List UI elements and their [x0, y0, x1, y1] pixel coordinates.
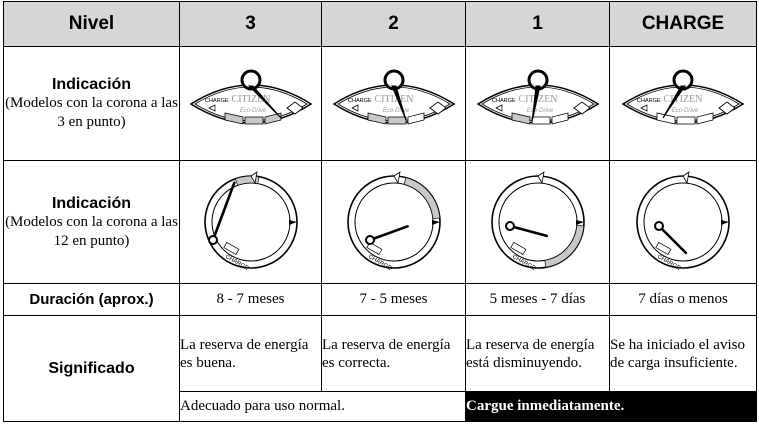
dial-graphic: CHARGE	[180, 168, 321, 276]
fan-dial-icon: CITIZEN Eco-Drive CHARGE	[476, 69, 599, 125]
dial-graphic: CHARGE	[610, 168, 756, 276]
indicator-row-crown-3: Indicación (Modelos con la corona a las …	[3, 46, 757, 161]
header-level-1: 1	[465, 1, 610, 47]
indicator-row-crown-12: Indicación (Modelos con la corona a las …	[3, 160, 757, 284]
fan-dial-icon: CITIZEN Eco-Drive CHARGE	[332, 69, 455, 125]
meaning-label: Significado	[3, 315, 180, 422]
indicator-12-title: Indicación	[51, 194, 132, 212]
dial-graphic: CITIZEN Eco-Drive CHARGE	[466, 58, 609, 150]
indicator-3-title: Indicación	[51, 76, 132, 93]
duration-level-1: 5 meses - 7 días	[465, 283, 610, 316]
fan-dial-icon: CITIZEN Eco-Drive CHARGE	[189, 69, 312, 125]
fan-dial-level-charge: CITIZEN Eco-Drive CHARGE	[609, 46, 757, 161]
indicator-12-subtitle: (Modelos con la corona a las 12 en punto…	[5, 213, 178, 249]
indicator-3-subtitle: (Modelos con la corona a las 3 en punto)	[5, 95, 178, 130]
round-dial-icon: CHARGE	[346, 171, 441, 272]
dial-charge-text: CHARGE	[492, 98, 516, 104]
dial-graphic: CITIZEN Eco-Drive CHARGE	[322, 58, 465, 150]
duration-level-3: 8 - 7 meses	[179, 283, 322, 316]
duration-level-charge: 7 días o menos	[609, 283, 757, 316]
round-dial-icon: CHARGE	[636, 171, 730, 272]
indicator-3-label: Indicación (Modelos con la corona a las …	[3, 46, 180, 161]
header-level-2: 2	[321, 1, 466, 47]
power-reserve-table: Nivel 3 2 1 CHARGE Indicación (Modelos c…	[3, 1, 757, 422]
round-dial-icon: CHARGE	[490, 171, 585, 272]
duration-label: Duración (aprox.)	[3, 283, 180, 316]
normal-use-note: Adecuado para uso normal.	[179, 391, 466, 422]
dial-brand-text: CITIZEN	[664, 94, 703, 105]
meaning-level-3: La reserva de energía es buena.	[179, 315, 322, 392]
header-nivel: Nivel	[3, 1, 180, 47]
meaning-level-charge: Se ha iniciado el aviso de carga insufic…	[609, 315, 757, 392]
header-row: Nivel 3 2 1 CHARGE	[3, 1, 757, 47]
usage-row: Adecuado para uso normal. Cargue inmedia…	[4, 391, 757, 422]
duration-row: Duración (aprox.) 8 - 7 meses 7 - 5 mese…	[3, 283, 757, 316]
fan-dial-level-2: CITIZEN Eco-Drive CHARGE	[321, 46, 466, 161]
dial-brand-text: CITIZEN	[231, 94, 270, 105]
meaning-row: Significado La reserva de energía es bue…	[3, 315, 757, 422]
header-level-3: 3	[179, 1, 322, 47]
dial-model-text: Eco-Drive	[382, 108, 409, 114]
dial-graphic: CHARGE	[322, 168, 465, 276]
fan-dial-level-1: CITIZEN Eco-Drive CHARGE	[465, 46, 610, 161]
fan-dial-icon: CITIZEN Eco-Drive CHARGE	[621, 69, 745, 125]
dial-graphic: CITIZEN Eco-Drive CHARGE	[180, 58, 321, 150]
dial-graphic: CHARGE	[466, 168, 609, 276]
dial-brand-text: CITIZEN	[518, 94, 557, 105]
round-dial-icon: CHARGE	[203, 171, 298, 272]
indicator-12-label: Indicación (Modelos con la corona a las …	[3, 160, 180, 284]
charge-now-note: Cargue inmediatamente.	[465, 391, 757, 422]
fan-dial-level-3: CITIZEN Eco-Drive CHARGE	[179, 46, 322, 161]
dial-model-text: Eco-Drive	[672, 108, 699, 114]
dial-model-text: Eco-Drive	[526, 108, 553, 114]
dial-brand-text: CITIZEN	[374, 94, 413, 105]
dial-graphic: CITIZEN Eco-Drive CHARGE	[610, 58, 756, 150]
dial-model-text: Eco-Drive	[239, 108, 266, 114]
dial-charge-text: CHARGE	[348, 98, 372, 104]
duration-level-2: 7 - 5 meses	[321, 283, 466, 316]
meaning-level-2: La reserva de energía es correcta.	[321, 315, 466, 392]
dial-charge-text: CHARGE	[205, 98, 229, 104]
round-dial-level-charge: CHARGE	[609, 160, 757, 284]
round-dial-level-3: CHARGE	[179, 160, 322, 284]
round-dial-level-2: CHARGE	[321, 160, 466, 284]
header-level-charge: CHARGE	[609, 1, 757, 47]
round-dial-level-1: CHARGE	[465, 160, 610, 284]
meaning-level-1: La reserva de energía está disminuyendo.	[465, 315, 610, 392]
dial-charge-text: CHARGE	[637, 98, 661, 104]
